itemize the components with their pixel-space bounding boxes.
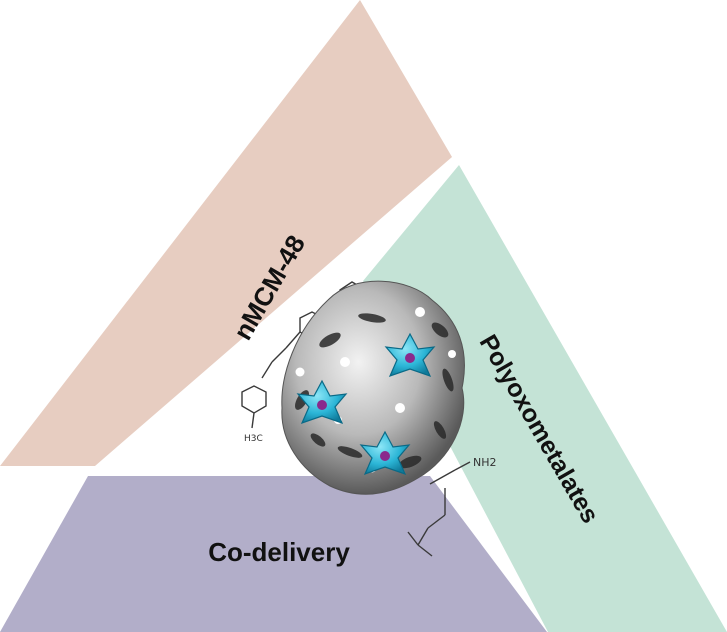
top-segment-nmcm48 [0, 0, 452, 466]
methyl-group-label: H3C [244, 434, 263, 444]
label-codelivery: Co-delivery [208, 537, 350, 567]
silica-nanoparticle-icon [281, 280, 465, 495]
attached-ligand-icon [407, 461, 471, 557]
amine-group-label: NH2 [473, 456, 497, 469]
bottom-segment-codelivery [0, 476, 547, 632]
polyoxometalate-cluster-icon [296, 332, 436, 476]
right-segment-polyoxometalates [363, 165, 727, 632]
